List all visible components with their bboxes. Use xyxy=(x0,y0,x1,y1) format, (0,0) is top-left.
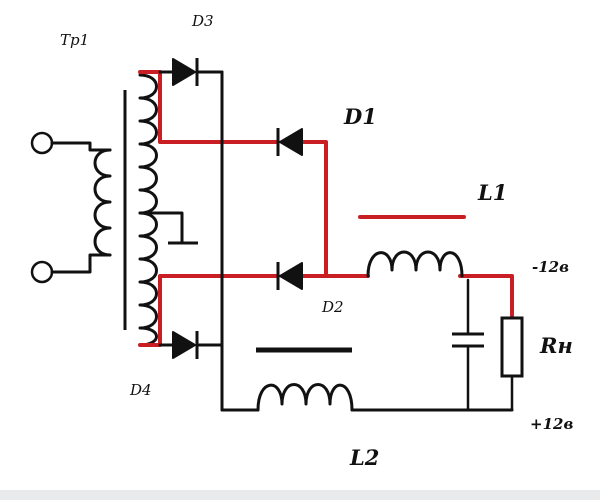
label-d1: D1 xyxy=(343,104,377,129)
bridge-rail xyxy=(158,58,224,412)
label-l2: L2 xyxy=(349,445,379,470)
bottom-edge-strip xyxy=(0,490,600,500)
transformer xyxy=(30,73,198,347)
center-tap xyxy=(148,211,184,245)
label-out-positive: +12в xyxy=(530,415,573,433)
output-filter xyxy=(452,278,524,412)
secondary-winding-upper xyxy=(138,73,158,215)
primary-lead-bottom xyxy=(50,253,112,274)
red-wire-d1-branch xyxy=(138,70,280,144)
d4-diode-symbol xyxy=(172,331,196,359)
label-transformer: Tp1 xyxy=(60,31,89,49)
active-current-path xyxy=(138,70,514,347)
input-terminal-bottom xyxy=(30,260,54,284)
label-l1: L1 xyxy=(477,180,507,205)
label-d2: D2 xyxy=(321,298,344,316)
secondary-winding-lower xyxy=(138,211,158,347)
primary-lead-top xyxy=(50,141,112,152)
d3-diode-symbol xyxy=(172,58,196,86)
label-out-negative: -12в xyxy=(532,258,569,276)
inductor-l2-winding xyxy=(256,383,354,412)
red-wire-d2-branch xyxy=(138,274,280,347)
label-d3: D3 xyxy=(191,12,214,30)
d1-diode-symbol xyxy=(279,128,303,156)
label-load: Rн xyxy=(539,333,573,358)
d2-diode-symbol xyxy=(279,262,303,290)
input-terminal-top xyxy=(30,131,54,155)
diode-d1 xyxy=(276,128,303,156)
red-wire-l1-to-load xyxy=(458,274,514,320)
return-path xyxy=(220,347,514,412)
red-wire-d1-output xyxy=(300,140,328,278)
label-d4: D4 xyxy=(129,381,152,399)
inductor-l1-winding xyxy=(366,250,464,278)
load-resistor xyxy=(500,316,524,378)
diode-d2 xyxy=(276,262,303,290)
primary-winding xyxy=(93,148,112,257)
